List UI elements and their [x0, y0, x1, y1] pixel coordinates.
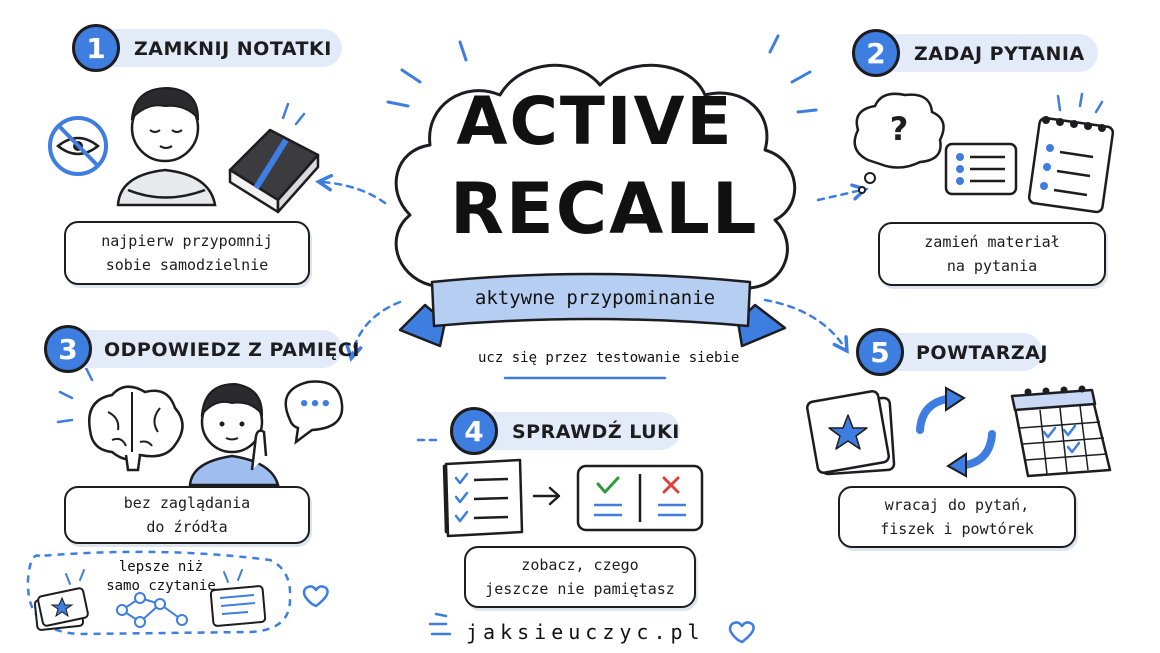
thinking-boy-closed-eyes-icon — [116, 86, 217, 207]
burst-marks — [386, 34, 818, 114]
closed-notebook-icon — [228, 102, 320, 214]
bonus-line-1: lepsze niż — [118, 559, 204, 575]
step-3-line-2: do źródła — [146, 518, 228, 536]
step-5-description: wracaj do pytań, fiszek i powtórek — [838, 486, 1076, 548]
footer-dashes — [428, 612, 452, 636]
question-thought-bubble-icon — [853, 92, 945, 194]
question-mark: ? — [889, 110, 909, 148]
step-5-title: POWTARZAJ — [916, 342, 1048, 364]
step-2-header — [872, 34, 1098, 72]
checklist-icon — [442, 458, 524, 538]
step-4-line-1: zobacz, czego — [521, 556, 639, 574]
no-look-eye-icon — [48, 116, 108, 176]
step-4-header — [470, 412, 680, 450]
heart-icon — [728, 621, 755, 644]
step-3-number: 3 — [44, 325, 92, 373]
speech-bubble-dots: ••• — [298, 394, 332, 415]
step-3-line-1: bez zaglądania — [123, 494, 251, 512]
step-2-title: ZADAJ PYTANIA — [914, 43, 1085, 65]
step-2-description: zamień materiał na pytania — [878, 222, 1106, 286]
ribbon-text: aktywne przypominanie — [474, 287, 716, 309]
step-4-title: SPRAWDŹ LUKI — [512, 421, 680, 443]
bonus-text: lepsze niż samo czytanie — [96, 558, 226, 596]
step-3-description: bez zaglądania do źródła — [64, 486, 310, 544]
step-2-line-2: na pytania — [946, 257, 1038, 275]
footer-website: jaksieuczyc.pl — [466, 620, 705, 644]
tagline: ucz się przez testowanie siebie — [478, 350, 740, 366]
step-1-line-2: sobie samodzielnie — [105, 256, 269, 274]
central-cloud — [394, 63, 797, 290]
flashcards-star-icon — [805, 389, 896, 476]
notepad-checklist-icon — [1027, 92, 1115, 214]
bonus-dashed-box — [26, 550, 292, 636]
step-4-description: zobacz, czego jeszcze nie pamiętasz — [464, 546, 696, 608]
step-4-line-2: jeszcze nie pamiętasz — [485, 580, 675, 598]
calendar-icon — [1010, 385, 1112, 478]
step-3-title: ODPOWIEDZ Z PAMIĘCI — [104, 339, 360, 361]
step-1-number: 1 — [72, 24, 120, 72]
list-card-icon — [944, 142, 1018, 196]
answer-check-card-icon — [576, 464, 704, 532]
arrow-right-icon — [532, 486, 561, 506]
brain-icon — [56, 366, 184, 472]
step-4-number: 4 — [450, 407, 498, 455]
speech-bubble-icon — [284, 380, 344, 445]
step-3-header — [64, 330, 342, 368]
step-1-header — [92, 29, 342, 67]
refresh-cycle-icon — [916, 386, 996, 478]
step-5-line-2: fiszek i powtórek — [880, 520, 1034, 538]
ribbon-banner — [398, 272, 787, 348]
title-line-1: ACTIVE — [456, 83, 734, 160]
step-1-line-1: najpierw przypomnij — [101, 232, 273, 250]
step-1-title: ZAMKNIJ NOTATKI — [134, 38, 332, 60]
thinking-boy-icon — [188, 382, 280, 487]
heart-icon — [302, 585, 329, 608]
step-2-number: 2 — [852, 29, 900, 77]
step-1-description: najpierw przypomnij sobie samodzielnie — [64, 221, 310, 285]
step-5-line-1: wracaj do pytań, — [884, 496, 1030, 514]
step-5-number: 5 — [856, 328, 904, 376]
step-2-line-1: zamień materiał — [924, 233, 1060, 251]
bonus-line-2: samo czytanie — [106, 578, 216, 594]
title-line-2: RECALL — [450, 168, 759, 250]
